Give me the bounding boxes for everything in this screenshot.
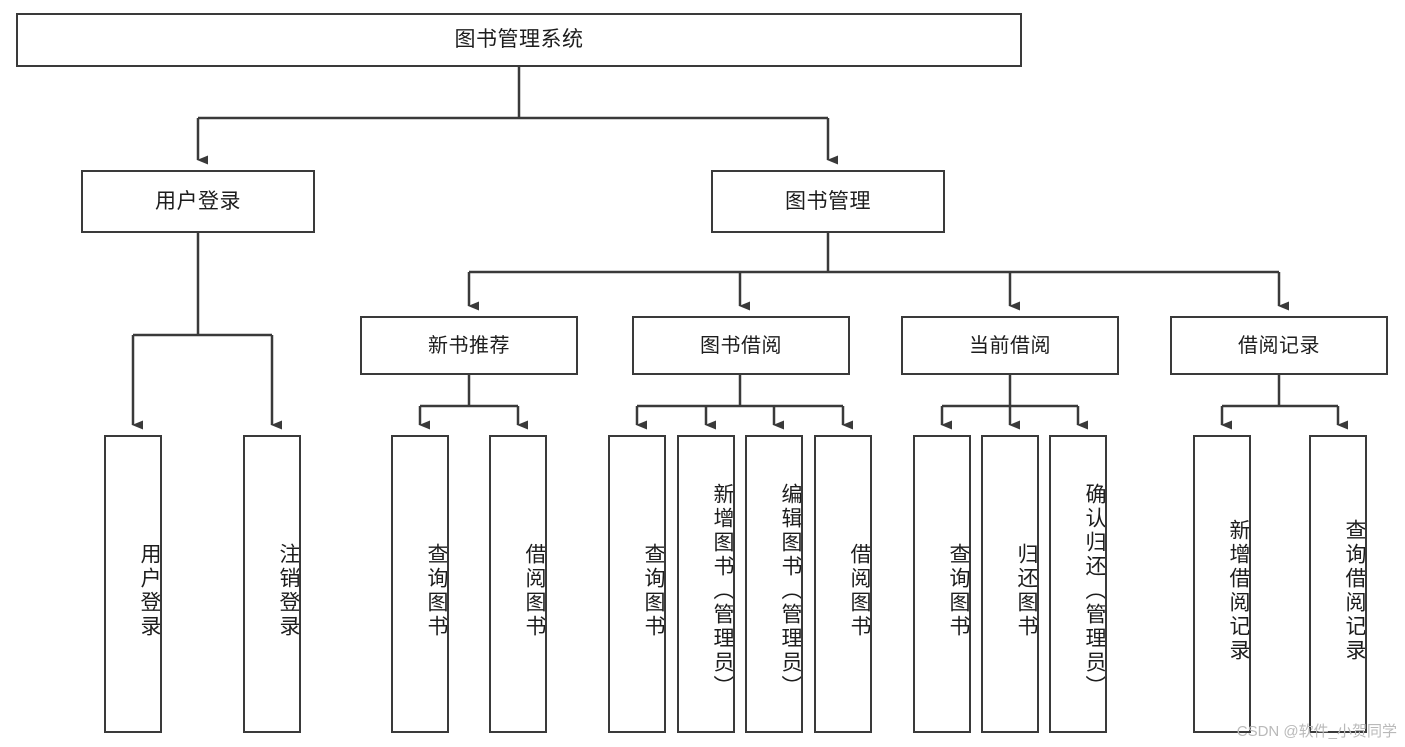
leaf-book-borrow-query-book[interactable]: 查询图书 bbox=[608, 435, 666, 733]
leaf-borrow-record-query-record[interactable]: 查询借阅记录 bbox=[1309, 435, 1367, 733]
node-current-borrow[interactable]: 当前借阅 bbox=[901, 316, 1119, 375]
leaf-current-borrow-confirm-return-admin[interactable]: 确认归还（管理员） bbox=[1049, 435, 1107, 733]
node-new-book-recommend[interactable]: 新书推荐 bbox=[360, 316, 578, 375]
csdn-watermark: CSDN @软件_小贺同学 bbox=[1236, 723, 1397, 740]
node-book-management[interactable]: 图书管理 bbox=[711, 170, 945, 233]
leaf-book-borrow-add-book-admin[interactable]: 新增图书（管理员） bbox=[677, 435, 735, 733]
leaf-borrow-record-add-record[interactable]: 新增借阅记录 bbox=[1193, 435, 1251, 733]
leaf-book-borrow-edit-book-admin[interactable]: 编辑图书（管理员） bbox=[745, 435, 803, 733]
node-user-login[interactable]: 用户登录 bbox=[81, 170, 315, 233]
node-root-system[interactable]: 图书管理系统 bbox=[16, 13, 1022, 67]
node-book-borrow[interactable]: 图书借阅 bbox=[632, 316, 850, 375]
leaf-user-login-login[interactable]: 用户登录 bbox=[104, 435, 162, 733]
leaf-current-borrow-query-book[interactable]: 查询图书 bbox=[913, 435, 971, 733]
leaf-current-borrow-return-book[interactable]: 归还图书 bbox=[981, 435, 1039, 733]
node-borrow-record[interactable]: 借阅记录 bbox=[1170, 316, 1388, 375]
leaf-new-book-query-book[interactable]: 查询图书 bbox=[391, 435, 449, 733]
leaf-new-book-borrow-book[interactable]: 借阅图书 bbox=[489, 435, 547, 733]
leaf-book-borrow-borrow-book[interactable]: 借阅图书 bbox=[814, 435, 872, 733]
leaf-user-login-logout[interactable]: 注销登录 bbox=[243, 435, 301, 733]
